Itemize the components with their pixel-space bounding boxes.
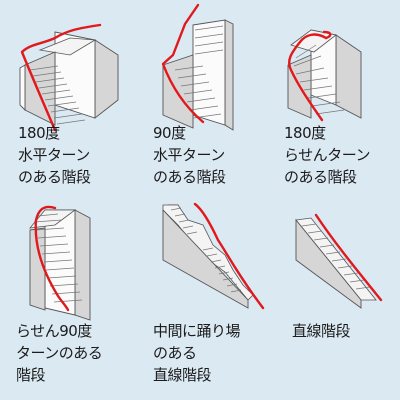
caption: 180度 水平ターン のある階段 (18, 122, 133, 188)
caption-line: 中間に踊り場 (153, 322, 241, 340)
quarter-turn-stair-icon (161, 3, 234, 131)
caption-line: らせん90度 (16, 322, 92, 340)
caption-line: 水平ターン (18, 146, 90, 164)
caption-line: 180度 (18, 124, 60, 142)
stair-type-u-turn: 180度 水平ターン のある階段 (0, 0, 133, 200)
spiral-90-stair-icon (29, 205, 91, 321)
stair-type-quarter-turn: 90度 水平ターン のある階段 (133, 0, 266, 200)
caption-line: のある階段 (18, 168, 91, 186)
caption: 直線階段 (292, 320, 399, 342)
stair-type-landing-straight: 中間に踊り場 のある 直線階段 (133, 200, 266, 400)
u-turn-stair-icon (19, 23, 119, 132)
caption-line: 階段 (16, 366, 46, 384)
caption: 中間に踊り場 のある 直線階段 (153, 320, 266, 386)
caption-line: 180度 (284, 124, 326, 142)
caption-line: 90度 (153, 124, 186, 142)
caption: 180度 らせんターン のある階段 (284, 122, 399, 188)
caption-line: 直線階段 (153, 366, 212, 384)
caption-line: のある (153, 344, 197, 362)
spiral-180-stair-icon (287, 29, 362, 122)
caption: 90度 水平ターン のある階段 (153, 122, 266, 188)
caption: らせん90度 ターンのある 階段 (16, 320, 133, 386)
caption-line: のある階段 (153, 168, 226, 186)
stair-type-spiral-180: 180度 らせんターン のある階段 (266, 0, 399, 200)
caption-line: 直線階段 (292, 322, 351, 340)
straight-stair-icon (295, 213, 383, 309)
stair-type-straight: 直線階段 (266, 200, 399, 400)
caption-line: 水平ターン (153, 146, 225, 164)
stair-type-spiral-90: らせん90度 ターンのある 階段 (0, 200, 133, 400)
landing-straight-stair-icon (162, 202, 265, 310)
caption-line: らせんターン (284, 146, 370, 164)
caption-line: のある階段 (284, 168, 357, 186)
caption-line: ターンのある (16, 344, 103, 362)
